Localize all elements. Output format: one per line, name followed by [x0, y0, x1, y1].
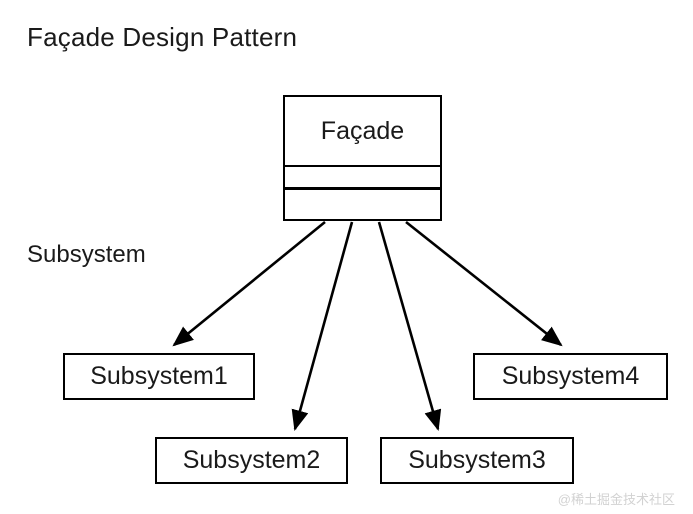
- subsystem1-box[interactable]: Subsystem1: [63, 353, 255, 400]
- subsystem-group-label: Subsystem: [27, 241, 146, 268]
- watermark: @稀土掘金技术社区: [557, 492, 675, 507]
- subsystem2-label: Subsystem2: [182, 446, 321, 474]
- subsystem3-label: Subsystem3: [408, 446, 546, 474]
- subsystem1-label: Subsystem1: [90, 362, 228, 390]
- connector-facade-to-subsystem2: [291, 221, 354, 432]
- connector-facade-to-subsystem1: [172, 220, 326, 347]
- subsystem2-box[interactable]: Subsystem2: [155, 437, 348, 484]
- facade-operations-compartment: [285, 190, 440, 219]
- facade-name-compartment: Façade: [285, 97, 440, 167]
- facade-attributes-compartment: [285, 167, 440, 190]
- subsystem4-label: Subsystem4: [501, 362, 640, 390]
- connector-facade-to-subsystem3: [377, 221, 442, 432]
- facade-class-box[interactable]: Façade: [283, 95, 442, 221]
- page-title: Façade Design Pattern: [27, 22, 298, 52]
- subsystem4-box[interactable]: Subsystem4: [473, 353, 668, 400]
- subsystem3-box[interactable]: Subsystem3: [380, 437, 574, 484]
- connector-facade-to-subsystem4: [405, 220, 563, 347]
- facade-class-name: Façade: [320, 116, 405, 145]
